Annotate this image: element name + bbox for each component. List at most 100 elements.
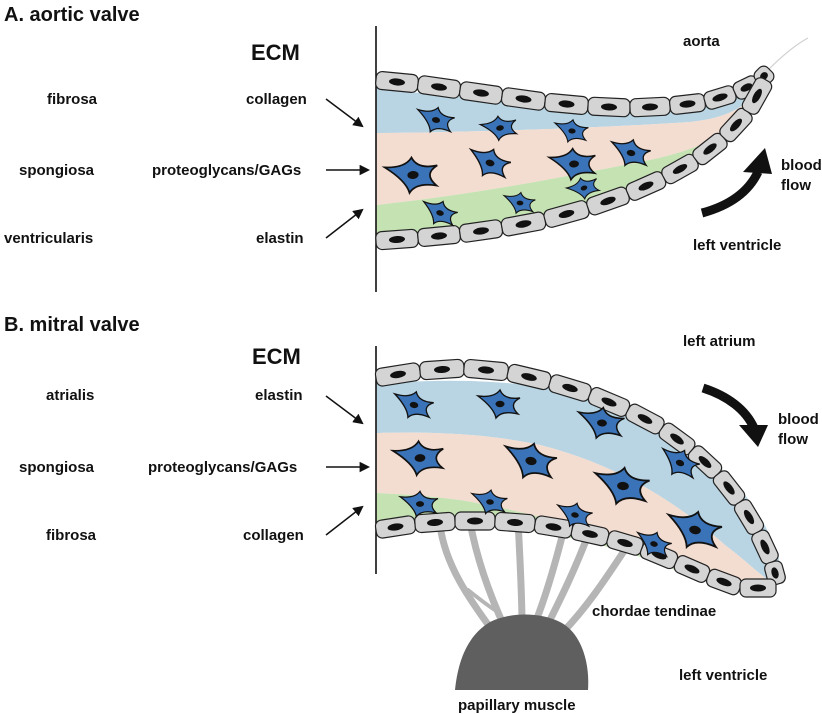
cell-nucleus	[515, 220, 532, 228]
panel-a-leaflet-tip-line	[767, 37, 809, 71]
endothelial-cell	[587, 96, 631, 118]
endothelial-cell	[458, 219, 504, 243]
cell-nucleus	[601, 103, 617, 111]
panel-b-layer-fibrosa: fibrosa	[46, 527, 97, 544]
endothelial-cell	[739, 578, 777, 598]
panel-b-muscle-label: papillary muscle	[458, 697, 576, 714]
panel-b-mitral-valve: B. mitral valve ECM atrialis spongiosa f…	[4, 314, 819, 714]
interstitial-cell	[381, 155, 440, 195]
cell-nucleus	[740, 83, 753, 92]
cell-nucleus	[752, 88, 762, 104]
interstitial-cell	[546, 147, 598, 182]
cell-nucleus	[684, 564, 700, 574]
endothelial-cell	[703, 85, 737, 110]
panel-a-flow-label-1: blood	[781, 157, 822, 174]
cell-nucleus	[436, 210, 444, 216]
endothelial-cell	[416, 75, 462, 99]
cell-nucleus	[473, 227, 489, 235]
endothelial-cell	[712, 470, 746, 506]
panel-a-aortic-valve: A. aortic valve ECM fibrosa spongiosa ve…	[4, 4, 822, 292]
panel-a-interstitial-cells	[381, 106, 651, 227]
panel-a-layer-ventricularis: ventricularis	[4, 230, 93, 247]
endothelial-cell	[374, 515, 417, 539]
cell-nucleus	[558, 100, 575, 108]
endothelial-cell	[544, 92, 589, 116]
interstitial-cell	[475, 388, 521, 420]
panel-b-layer-spongiosa: spongiosa	[19, 459, 95, 476]
panel-b-region-left-atrium: left atrium	[683, 333, 756, 350]
cell-nucleus	[545, 523, 562, 531]
cell-nucleus	[760, 539, 770, 555]
cell-nucleus	[467, 517, 483, 525]
panel-b-title: B. mitral valve	[4, 314, 140, 336]
cell-nucleus	[496, 125, 504, 131]
cell-nucleus	[521, 373, 537, 381]
endothelial-cell	[375, 70, 419, 94]
interstitial-cell	[592, 466, 650, 506]
interstitial-cell	[564, 177, 602, 201]
cell-nucleus	[712, 93, 728, 102]
cell-nucleus	[771, 567, 779, 579]
cell-nucleus	[597, 419, 607, 427]
cell-nucleus	[675, 459, 685, 467]
cell-nucleus	[582, 530, 598, 538]
cell-nucleus	[390, 370, 406, 379]
cell-nucleus	[571, 512, 579, 518]
panel-b-arrow-collagen	[325, 505, 364, 536]
cell-nucleus	[562, 383, 578, 393]
panel-a-layer-spongiosa: spongiosa	[19, 162, 95, 179]
interstitial-cell	[392, 390, 434, 419]
panel-b-flow-label-1: blood	[778, 411, 819, 428]
endothelial-cell	[587, 386, 631, 418]
panel-b-ecm-proteoglycans: proteoglycans/GAGs	[148, 459, 297, 476]
panel-a-lower-endothelium	[375, 77, 773, 251]
endothelial-cell	[417, 224, 461, 248]
cell-nucleus	[558, 210, 575, 218]
panel-a-upper-endothelium	[375, 65, 775, 118]
cell-nucleus	[569, 160, 579, 168]
cell-nucleus	[600, 196, 616, 206]
panel-a-arrow-elastin	[325, 208, 364, 239]
panel-b-chordae-label: chordae tendinae	[592, 603, 716, 620]
cell-nucleus	[642, 103, 658, 111]
endothelial-cell	[548, 374, 592, 402]
cell-nucleus	[473, 89, 489, 97]
panel-a-layer-fibrosa: fibrosa	[47, 91, 98, 108]
endothelial-cell	[375, 228, 419, 251]
interstitial-cell	[389, 439, 446, 478]
cell-nucleus	[729, 118, 743, 132]
panel-a-ecm-collagen: collagen	[246, 91, 307, 108]
cell-nucleus	[414, 454, 426, 462]
panel-a-flow-label-2: flow	[781, 177, 811, 194]
interstitial-cell	[502, 191, 536, 215]
interstitial-cell	[609, 138, 651, 167]
panel-b-ecm-collagen: collagen	[243, 527, 304, 544]
cell-nucleus	[750, 584, 766, 592]
cell-nucleus	[431, 232, 447, 240]
panel-b-flow-label-2: flow	[778, 431, 808, 448]
cell-nucleus	[387, 523, 404, 531]
endothelial-cell	[533, 515, 574, 539]
panel-a-title: A. aortic valve	[4, 4, 140, 26]
panel-b-layer-atrialis: atrialis	[46, 387, 94, 404]
cell-nucleus	[485, 159, 495, 167]
cell-nucleus	[703, 143, 717, 155]
panel-b-ecm-elastin: elastin	[255, 387, 303, 404]
cell-nucleus	[626, 149, 636, 157]
cell-nucleus	[495, 400, 505, 408]
interstitial-cell	[397, 490, 439, 519]
panel-b-lower-endothelium	[374, 511, 777, 598]
panel-a-ecm-elastin: elastin	[256, 230, 304, 247]
endothelial-cell	[500, 87, 547, 111]
cell-nucleus	[478, 366, 494, 374]
cell-nucleus	[389, 235, 405, 244]
interstitial-cell	[478, 115, 519, 142]
cell-nucleus	[434, 365, 450, 374]
endothelial-cell	[658, 422, 696, 456]
cell-nucleus	[670, 433, 684, 445]
cell-nucleus	[679, 100, 696, 108]
interstitial-cell	[575, 406, 625, 440]
cell-nucleus	[617, 481, 629, 491]
endothelial-cell	[741, 77, 773, 115]
